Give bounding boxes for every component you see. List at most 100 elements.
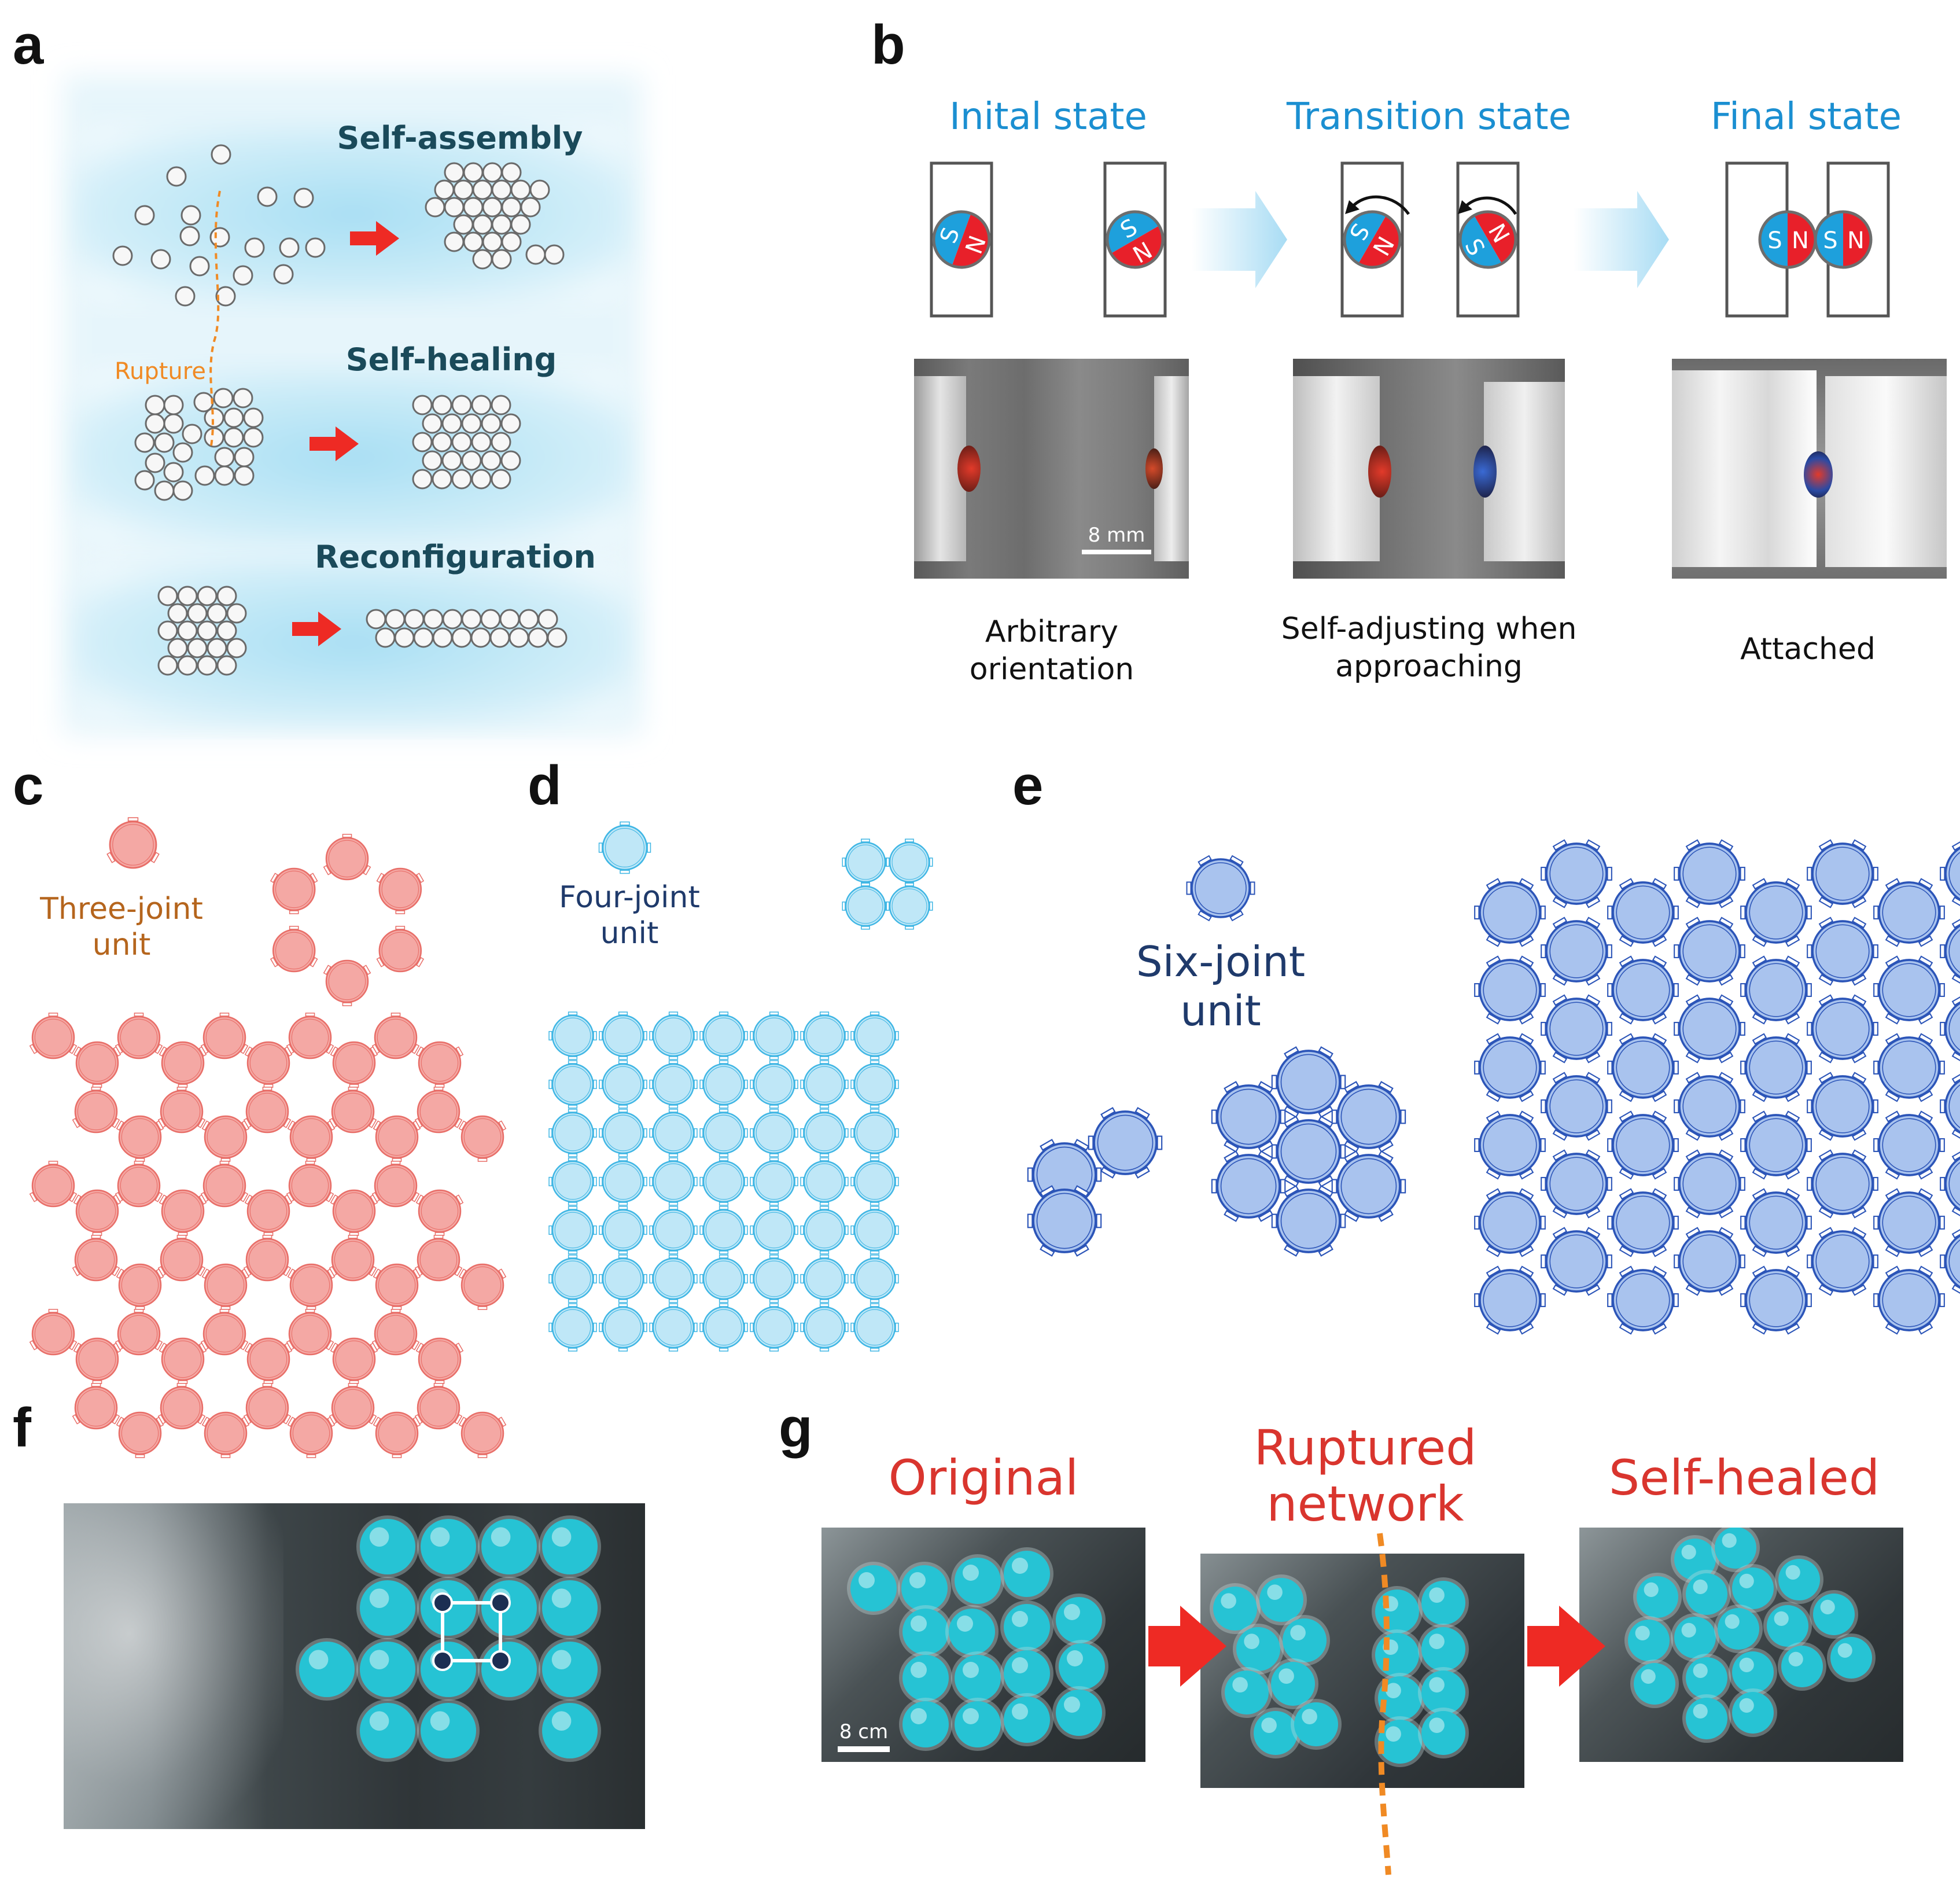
particle	[491, 395, 511, 415]
particle	[134, 470, 155, 491]
joint	[1096, 1213, 1102, 1228]
unit	[270, 867, 318, 914]
floating-unit	[1763, 1602, 1812, 1650]
unit-highlight	[551, 1650, 572, 1669]
floating-unit	[1682, 1694, 1731, 1743]
joint	[1552, 917, 1568, 929]
unit-body	[418, 1337, 462, 1381]
joint	[1652, 878, 1667, 890]
unit-rim	[605, 1212, 642, 1249]
unit-body	[1811, 998, 1874, 1060]
joint	[1652, 1013, 1667, 1025]
joint	[1474, 1293, 1480, 1307]
unit-body	[1686, 1657, 1727, 1699]
unit-rim	[419, 1092, 458, 1131]
joint	[643, 1031, 647, 1041]
arrow-right-icon	[1148, 1606, 1226, 1687]
unit	[599, 1011, 647, 1060]
unit-rim	[1682, 1234, 1737, 1289]
unit-body	[551, 1014, 594, 1057]
unit	[286, 1013, 334, 1059]
unit-rim	[655, 1212, 692, 1249]
joint	[1885, 955, 1900, 967]
joint	[454, 1117, 463, 1128]
joint	[112, 1265, 120, 1276]
joint	[769, 1303, 779, 1307]
unit-highlight	[1261, 1717, 1277, 1733]
joint	[800, 1128, 804, 1138]
unit-highlight	[1820, 1599, 1835, 1614]
joint	[73, 1046, 82, 1057]
joint	[1674, 1099, 1679, 1113]
joint	[1718, 1129, 1734, 1141]
unit-body	[1276, 1188, 1341, 1253]
unit-rim	[1749, 1273, 1803, 1327]
unit-rim	[77, 1241, 115, 1279]
unit-body	[1479, 1191, 1541, 1254]
joint	[769, 1153, 779, 1157]
unit-body	[652, 1306, 695, 1349]
unit-rim	[463, 1414, 502, 1452]
unit-body	[1059, 1643, 1105, 1690]
particle	[145, 395, 165, 415]
joint	[342, 834, 352, 838]
joint	[1519, 1245, 1534, 1257]
joint	[1607, 1022, 1612, 1036]
unit-body	[331, 1238, 375, 1282]
unit-highlight	[1064, 1697, 1080, 1713]
unit-rim	[112, 824, 154, 866]
joint	[1284, 1116, 1299, 1128]
unit	[1807, 994, 1878, 1064]
panel-label-a: a	[13, 14, 44, 76]
joint	[270, 873, 278, 884]
unit-body	[1745, 1036, 1807, 1099]
floating-unit	[1052, 1594, 1106, 1647]
joint	[1807, 1254, 1812, 1268]
unit-highlight	[1641, 1669, 1656, 1684]
particle	[234, 447, 255, 468]
unit-body	[1421, 1670, 1465, 1714]
state-heading-final: Final state	[1711, 95, 1902, 138]
particle	[491, 214, 512, 235]
unit-body	[1811, 842, 1874, 905]
unit-rim	[77, 1092, 115, 1131]
floating-unit	[1711, 1528, 1760, 1572]
unit-body	[1686, 1698, 1727, 1739]
unit-body	[902, 1701, 949, 1747]
joint	[769, 1060, 779, 1064]
joint	[1585, 1129, 1601, 1141]
joint	[414, 1117, 423, 1128]
unit	[1541, 1072, 1612, 1141]
unit	[73, 1189, 121, 1236]
unit	[1474, 1188, 1546, 1257]
scale-bar-label: 8 mm	[1088, 524, 1145, 547]
joint	[1378, 1210, 1394, 1222]
joint	[599, 1128, 603, 1138]
original-network	[847, 1547, 1108, 1751]
unit	[1607, 1265, 1679, 1335]
unit-rim	[164, 1340, 202, 1378]
unit-body	[1276, 1119, 1341, 1184]
particle	[177, 620, 198, 641]
unit	[329, 1235, 377, 1282]
unit-highlight	[911, 1708, 927, 1724]
unit-body	[1004, 1650, 1050, 1697]
unit-rim	[328, 962, 366, 1000]
unit-body	[1612, 1114, 1674, 1176]
unit	[1331, 1081, 1406, 1153]
joint	[1541, 867, 1546, 881]
joint	[1918, 1090, 1933, 1102]
joint	[1685, 1284, 1701, 1296]
unit-rim	[1483, 1273, 1537, 1327]
unit-body	[117, 1312, 161, 1356]
joint	[1652, 1188, 1667, 1200]
unit-body	[117, 1164, 161, 1208]
unit-rim	[291, 1018, 329, 1057]
unit-body	[1686, 1573, 1727, 1615]
unit-rim	[248, 1092, 286, 1131]
unit	[850, 1303, 899, 1352]
joint	[1541, 944, 1546, 958]
unit-rim	[205, 1315, 244, 1353]
joint	[306, 1454, 316, 1458]
joint	[1785, 1245, 1800, 1257]
